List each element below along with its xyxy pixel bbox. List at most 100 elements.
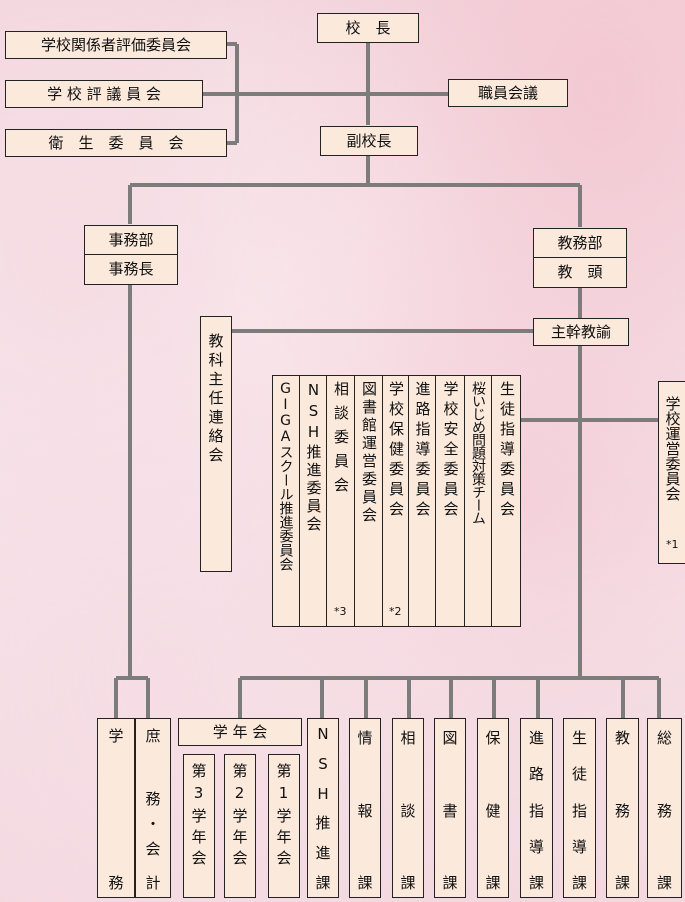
school-operations-note: *1 xyxy=(666,538,679,551)
section-information-char-3: 課 xyxy=(357,874,373,892)
school-operations-committee-label: 学校運営委員会 xyxy=(663,396,682,501)
committee-school-safety: 学校安全委員会 xyxy=(436,375,465,627)
school-council-label: 学 校 評 議 員 会 xyxy=(47,84,161,103)
principal-box: 校 長 xyxy=(317,13,419,43)
committee-anti-bullying: 桜いじめ問題対策チーム xyxy=(465,375,492,627)
section-career-char-5: 課 xyxy=(528,874,544,892)
committee-gigaschool-label: GIGAスクール推進委員会 xyxy=(277,381,294,571)
section-academic-affairs-char-3: 課 xyxy=(614,874,630,892)
accounting-char-3: ・ xyxy=(145,815,161,833)
office-dept-box: 事務部 xyxy=(84,225,178,255)
committee-career: 進路指導委員会 xyxy=(409,375,436,627)
committee-counseling-label: 相談委員会 xyxy=(332,381,350,501)
section-counseling-char-1: 相 xyxy=(400,729,416,747)
grade-meeting-label: 学 年 会 xyxy=(212,722,268,741)
section-nsh-char-5: 進 xyxy=(315,844,331,863)
section-career-char-2: 路 xyxy=(528,765,544,784)
accounting-char-5: 計 xyxy=(145,874,161,892)
health-committee-label: 衛 生 委 員 会 xyxy=(48,133,184,152)
section-library-char-2: 書 xyxy=(442,801,458,820)
section-counseling-char-2: 談 xyxy=(400,801,416,820)
staff-meeting-label: 職員会議 xyxy=(477,83,538,102)
accounting-unit: 庶 務 ・ 会 計 xyxy=(135,718,171,898)
section-general-affairs-char-2: 務 xyxy=(656,801,672,820)
committee-school-health-label: 学校保健委員会 xyxy=(387,381,405,521)
committee-career-label: 進路指導委員会 xyxy=(413,381,432,521)
section-general-affairs: 総 務 課 xyxy=(647,718,682,898)
office-head-label: 事務長 xyxy=(108,260,154,278)
section-counseling-char-3: 課 xyxy=(400,874,416,892)
general-affairs-char-1: 学 xyxy=(108,727,124,745)
committee-school-safety-label: 学校安全委員会 xyxy=(441,381,460,521)
section-health-char-1: 保 xyxy=(485,729,501,747)
office-dept-label: 事務部 xyxy=(108,230,154,249)
committee-counseling: 相談委員会 *3 xyxy=(327,375,355,627)
section-student-guidance: 生 徒 指 導 課 xyxy=(563,718,596,898)
committee-library: 図書館運営委員会 xyxy=(355,375,383,627)
section-general-affairs-char-3: 課 xyxy=(656,874,672,892)
office-head-box: 事務長 xyxy=(84,255,178,285)
section-student-guidance-char-2: 徒 xyxy=(571,765,587,784)
section-health-char-2: 健 xyxy=(485,801,501,820)
health-committee-box: 衛 生 委 員 会 xyxy=(5,129,227,157)
section-nsh: N S H 推 進 課 xyxy=(307,718,339,898)
committee-nsh: NSH推進委員会 xyxy=(300,375,327,627)
section-library-char-3: 課 xyxy=(442,874,458,892)
section-student-guidance-char-5: 課 xyxy=(571,874,587,892)
committee-anti-bullying-label: 桜いじめ問題対策チーム xyxy=(470,381,486,524)
committee-gigaschool: GIGAスクール推進委員会 xyxy=(272,375,300,627)
subject-heads-liaison-label: 教科主任連絡会 xyxy=(206,333,225,466)
section-academic-affairs: 教 務 課 xyxy=(606,718,639,898)
grade-2-label: 第2学年会 xyxy=(230,763,249,871)
section-information: 情 報 課 xyxy=(349,718,381,898)
vice-head-box: 教 頭 xyxy=(533,258,627,288)
accounting-char-2: 務 xyxy=(145,790,161,808)
section-nsh-char-4: 推 xyxy=(315,814,331,833)
committee-counseling-note: *3 xyxy=(334,605,347,618)
grade-3-label: 第3学年会 xyxy=(189,763,208,871)
school-evaluation-committee-box: 学校関係者評価委員会 xyxy=(5,31,227,59)
general-affairs-char-2: 務 xyxy=(108,874,124,892)
chief-teacher-box: 主幹教諭 xyxy=(533,318,629,346)
principal-label: 校 長 xyxy=(345,18,391,37)
section-library-char-1: 図 xyxy=(442,729,458,747)
vice-principal-box: 副校長 xyxy=(320,126,418,156)
committee-library-label: 図書館運営委員会 xyxy=(360,381,378,525)
committees-block xyxy=(272,375,521,627)
section-student-guidance-char-3: 指 xyxy=(571,801,587,820)
section-health-char-3: 課 xyxy=(485,874,501,892)
grade-2-box: 第2学年会 xyxy=(224,754,256,898)
section-career-char-4: 導 xyxy=(528,837,544,856)
section-nsh-char-3: H xyxy=(317,784,329,803)
section-library: 図 書 課 xyxy=(434,718,466,898)
committee-school-health-note: *2 xyxy=(389,605,402,618)
grade-meeting-box: 学 年 会 xyxy=(178,718,302,746)
accounting-char-1: 庶 xyxy=(145,727,161,745)
section-academic-affairs-char-2: 務 xyxy=(614,801,630,820)
grade-1-label: 第1学年会 xyxy=(274,763,293,871)
committee-student-guidance-label: 生徒指導委員会 xyxy=(498,381,516,521)
section-general-affairs-char-1: 総 xyxy=(656,729,672,747)
chief-teacher-label: 主幹教諭 xyxy=(550,322,611,341)
school-operations-committee-box: 学校運営委員会 *1 xyxy=(658,381,685,564)
section-student-guidance-char-1: 生 xyxy=(571,729,587,747)
section-health: 保 健 課 xyxy=(477,718,509,898)
section-information-char-2: 報 xyxy=(357,801,373,820)
committee-school-health: 学校保健委員会 *2 xyxy=(383,375,409,627)
section-career: 進 路 指 導 課 xyxy=(520,718,553,898)
committee-nsh-label: NSH推進委員会 xyxy=(304,381,323,534)
section-academic-affairs-char-1: 教 xyxy=(614,729,630,747)
accounting-char-4: 会 xyxy=(145,840,161,858)
staff-meeting-box: 職員会議 xyxy=(448,79,568,107)
grade-3-box: 第3学年会 xyxy=(183,754,215,898)
section-career-char-1: 進 xyxy=(528,729,544,747)
general-affairs-unit: 学 務 xyxy=(97,718,135,898)
section-student-guidance-char-4: 導 xyxy=(571,837,587,856)
section-nsh-char-6: 課 xyxy=(315,873,331,892)
school-council-box: 学 校 評 議 員 会 xyxy=(5,80,203,108)
academic-dept-label: 教務部 xyxy=(557,233,603,252)
section-nsh-char-1: N xyxy=(317,725,329,743)
section-information-char-1: 情 xyxy=(357,729,373,747)
school-evaluation-committee-label: 学校関係者評価委員会 xyxy=(40,35,191,54)
